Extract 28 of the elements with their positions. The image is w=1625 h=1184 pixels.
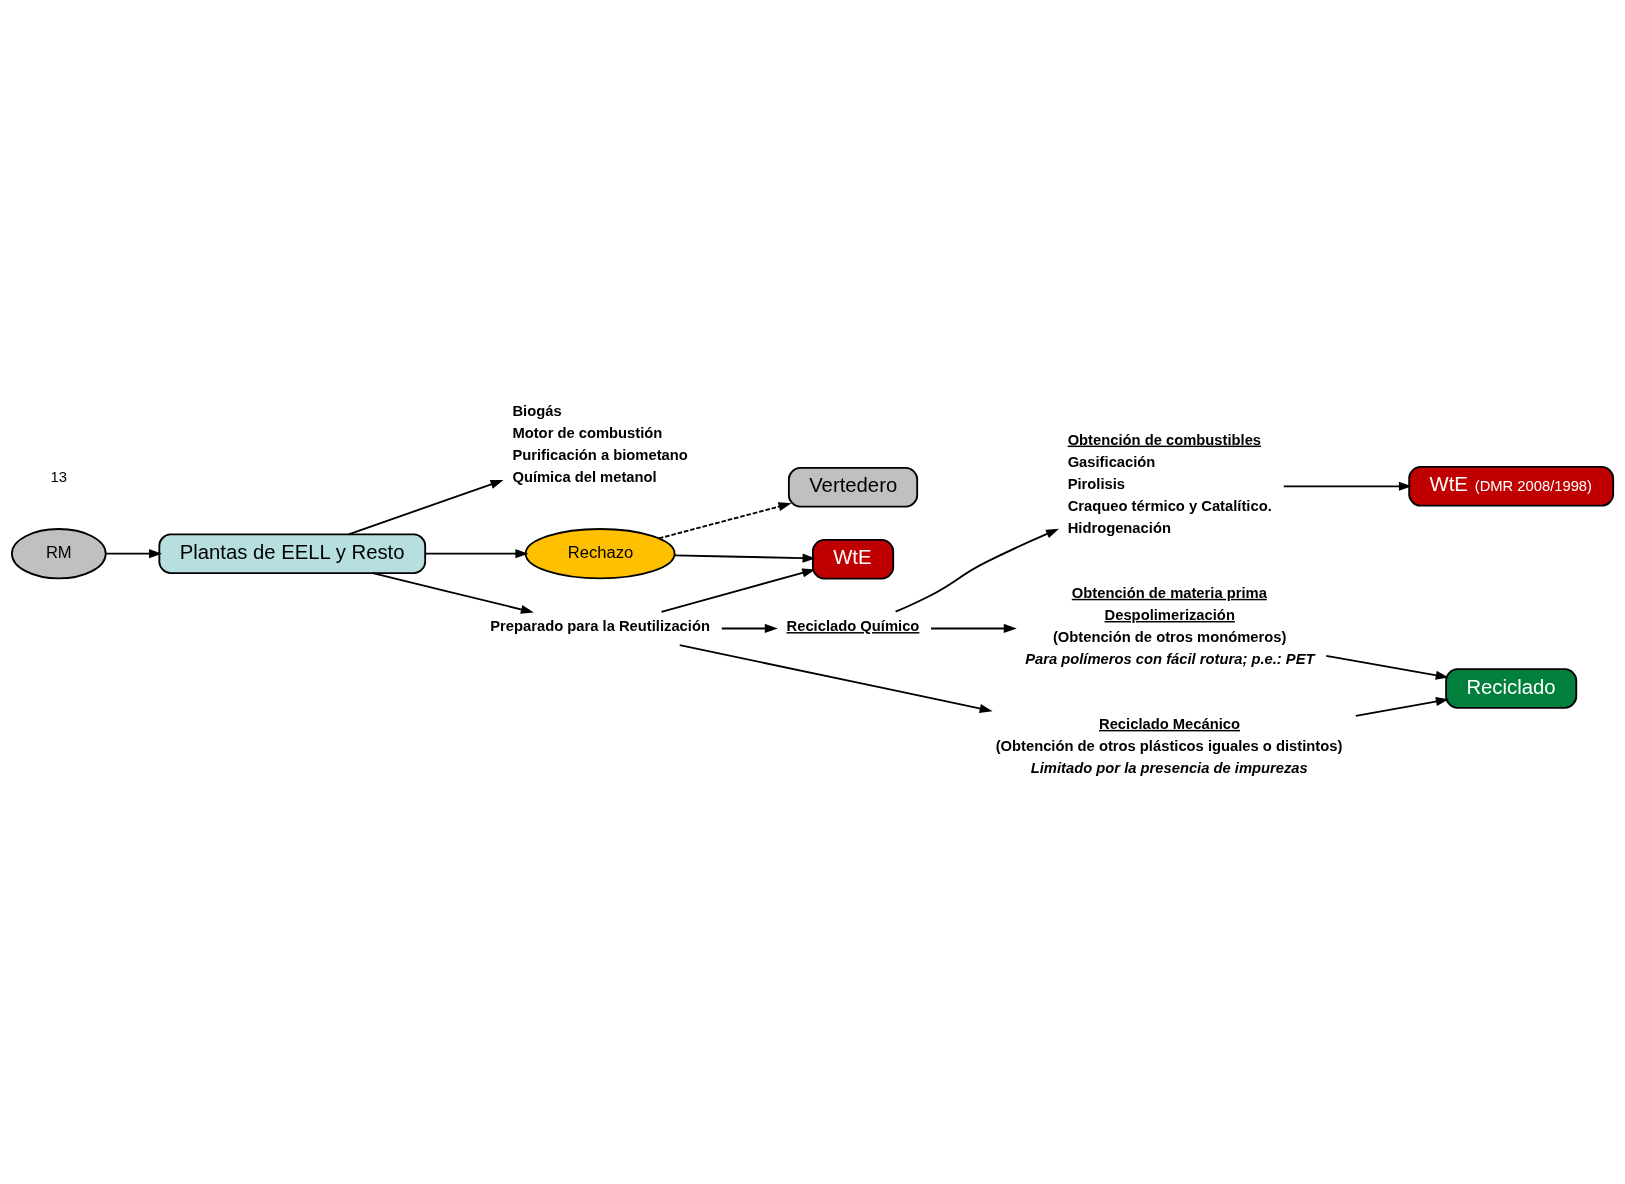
node-box: WtE: [811, 538, 895, 580]
node-ellipse: RM: [10, 528, 107, 580]
arrow: [660, 568, 816, 613]
arrow: [658, 502, 792, 540]
arrow: [1354, 697, 1449, 717]
arrow: [673, 553, 816, 563]
arrow: [930, 623, 1017, 633]
node-text: Obtención de materia prima Despolimerización (Obtención de otros monómeros) Para polímeros con fácil rotura; p.e.: PET: [1025, 584, 1315, 668]
node-box: Vertedero: [787, 466, 919, 508]
arrow: [347, 480, 504, 536]
arrow: [371, 572, 534, 614]
arrow: [720, 623, 778, 633]
node-text: Biogás Motor de combustión Purificación a biometano Química del metanol: [512, 402, 688, 486]
node-text: Preparado para la Reutilización: [490, 618, 710, 635]
arrow: [1325, 655, 1449, 680]
label: 13: [50, 469, 68, 486]
node-box: Reciclado: [1445, 668, 1578, 709]
arrow: [1282, 481, 1412, 491]
arrow: [105, 549, 162, 559]
arrow: [894, 528, 1059, 613]
arrow: [424, 549, 529, 559]
node-box: WtE (DMR 2008/1998): [1408, 466, 1615, 507]
node-ellipse: Rechazo: [524, 528, 676, 580]
arrow: [678, 644, 993, 713]
node-text: Reciclado Químico: [786, 618, 920, 635]
node-box: Plantas de EELL y Resto: [158, 533, 427, 574]
node-text: Reciclado Mecánico (Obtención de otros plásticos iguales o distintos) Limitado por la presencia de impurezas: [995, 715, 1343, 777]
node-text: Obtención de combustibles Gasificación Pirolisis Craqueo térmico y Catalítico. Hidrogenación: [1067, 431, 1272, 537]
